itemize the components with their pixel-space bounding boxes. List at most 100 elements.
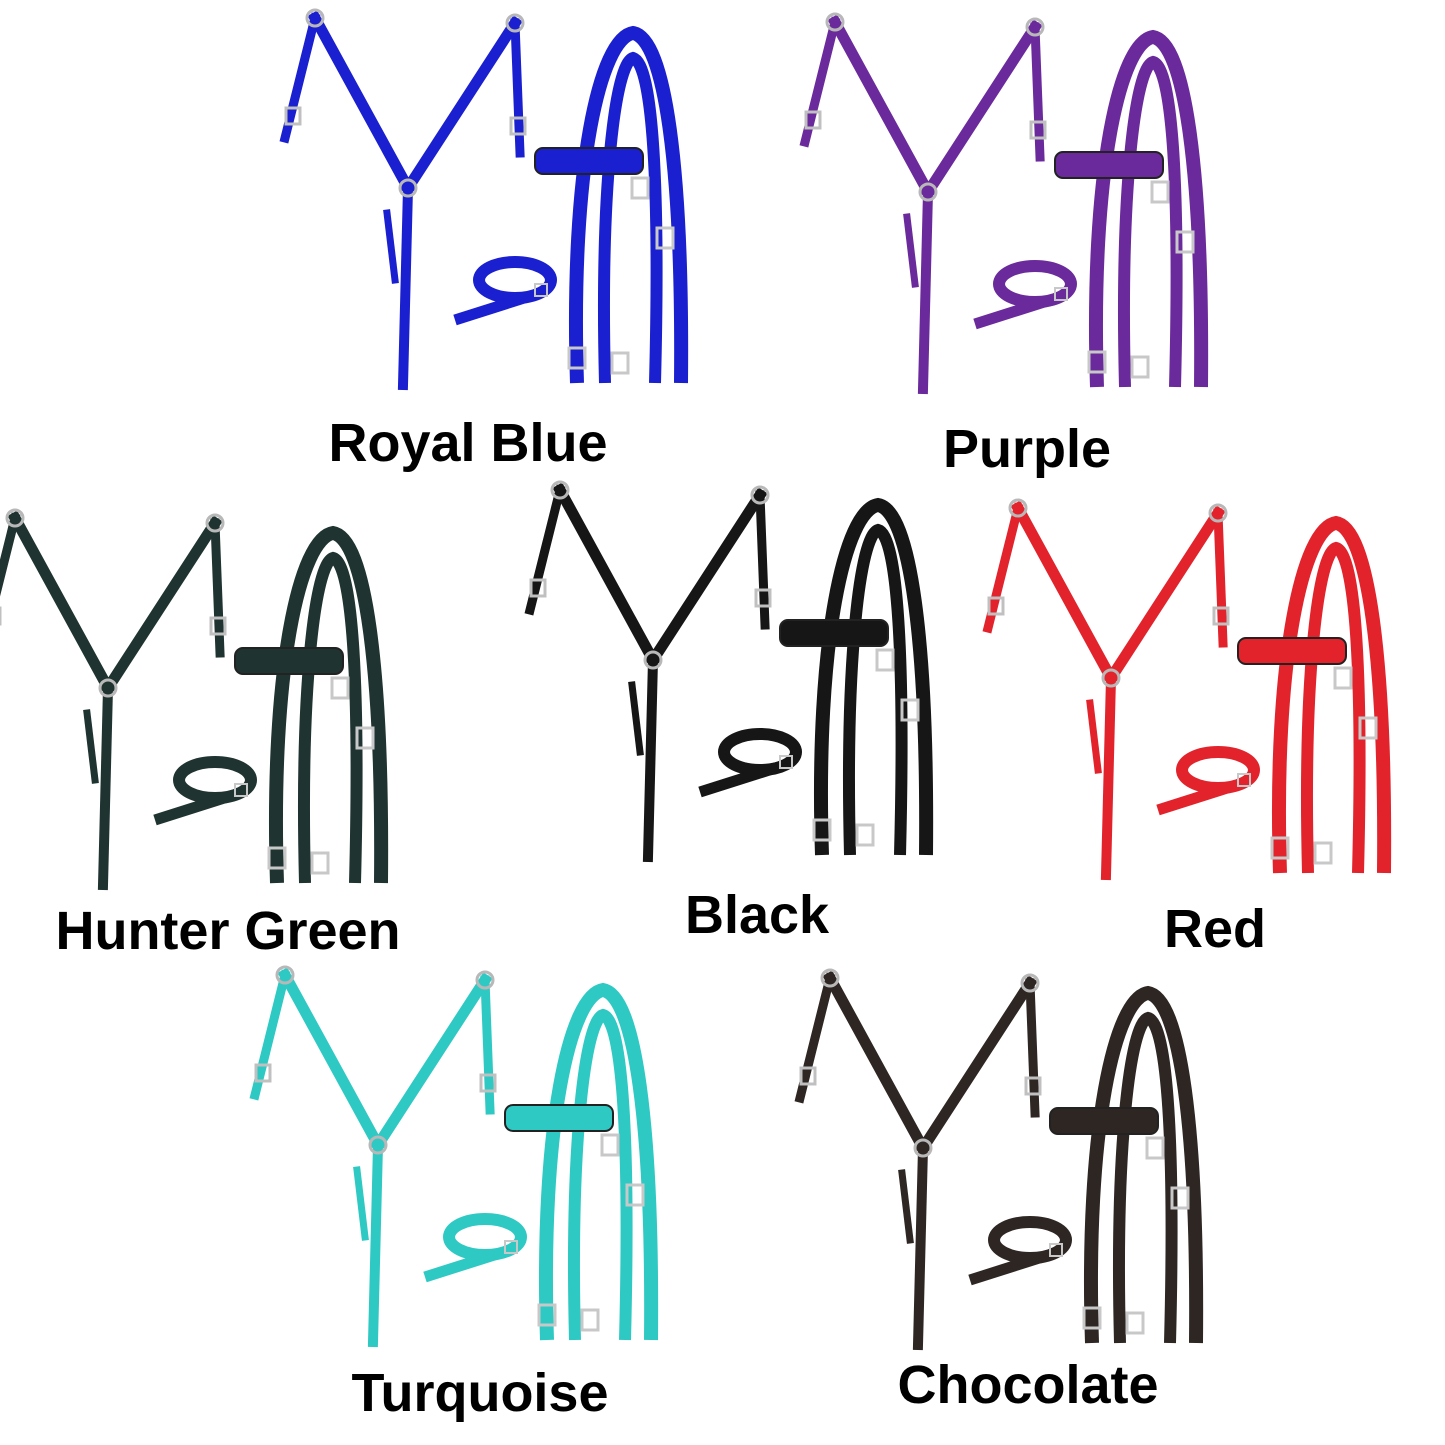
breast-collar — [524, 480, 772, 863]
buckle-icon — [900, 698, 920, 722]
breast-collar — [794, 968, 1042, 1351]
buckle-icon — [875, 648, 895, 672]
reins-coil — [423, 1213, 527, 1283]
reins-coil — [973, 260, 1077, 330]
ring-icon — [5, 508, 25, 528]
buckle-icon — [1054, 287, 1068, 301]
reins-coil — [453, 256, 557, 326]
buckle-icon — [610, 351, 630, 375]
ring-icon — [275, 965, 295, 985]
buckle-icon — [600, 1133, 620, 1157]
buckle-icon — [625, 1183, 645, 1207]
buckle-icon — [509, 116, 527, 136]
ring-icon — [205, 513, 225, 533]
buckle-icon — [284, 106, 302, 126]
buckle-icon — [479, 1073, 497, 1093]
buckle-icon — [1212, 606, 1230, 626]
buckle-icon — [567, 346, 587, 370]
breast-collar — [982, 498, 1230, 881]
buckle-icon — [799, 1066, 817, 1086]
tack-set-black — [524, 480, 934, 863]
buckle-icon — [630, 176, 650, 200]
buckle-icon — [580, 1308, 600, 1332]
buckle-icon — [504, 1240, 518, 1254]
bridle-headstall — [1049, 985, 1204, 1344]
ring-icon — [398, 178, 418, 198]
ring-icon — [368, 1135, 388, 1155]
ring-icon — [505, 13, 525, 33]
ring-icon — [913, 1138, 933, 1158]
color-label-hunter-green: Hunter Green — [55, 901, 401, 961]
buckle-icon — [1175, 230, 1195, 254]
buckle-icon — [209, 616, 227, 636]
buckle-icon — [754, 588, 772, 608]
color-label-chocolate: Chocolate — [897, 1355, 1159, 1415]
breast-collar — [249, 965, 497, 1348]
buckle-icon — [267, 846, 287, 870]
color-label-turquoise: Turquoise — [351, 1363, 609, 1423]
buckle-icon — [330, 676, 350, 700]
buckle-icon — [804, 110, 822, 130]
tack-set-royal-blue — [279, 8, 689, 391]
ring-icon — [825, 12, 845, 32]
ring-icon — [1025, 17, 1045, 37]
tack-set-red — [982, 498, 1392, 881]
bridle-headstall — [504, 982, 659, 1341]
ring-icon — [750, 485, 770, 505]
color-label-purple: Purple — [942, 419, 1112, 479]
ring-icon — [918, 182, 938, 202]
buckle-icon — [1145, 1136, 1165, 1160]
buckle-icon — [1130, 355, 1150, 379]
buckle-icon — [855, 823, 875, 847]
buckle-icon — [987, 596, 1005, 616]
ring-icon — [643, 650, 663, 670]
ring-icon — [475, 970, 495, 990]
reins-coil — [153, 756, 257, 826]
buckle-icon — [779, 755, 793, 769]
reins-coil — [698, 728, 802, 798]
buckle-icon — [1358, 716, 1378, 740]
buckle-icon — [1049, 1243, 1063, 1257]
buckle-icon — [537, 1303, 557, 1327]
bridle-headstall — [234, 525, 389, 884]
ring-icon — [1020, 973, 1040, 993]
bridle-headstall — [1237, 515, 1392, 874]
color-label-black: Black — [684, 885, 830, 945]
buckle-icon — [529, 578, 547, 598]
buckle-icon — [812, 818, 832, 842]
color-label-red: Red — [1163, 899, 1267, 959]
breast-collar — [0, 508, 227, 891]
buckle-icon — [1087, 350, 1107, 374]
breast-collar — [799, 12, 1047, 395]
ring-icon — [550, 480, 570, 500]
buckle-icon — [1024, 1076, 1042, 1096]
tack-set-turquoise — [249, 965, 659, 1348]
buckle-icon — [1150, 180, 1170, 204]
buckle-icon — [1270, 836, 1290, 860]
bridle-headstall — [534, 25, 689, 384]
ring-icon — [1101, 668, 1121, 688]
buckle-icon — [1029, 120, 1047, 140]
buckle-icon — [234, 783, 248, 797]
buckle-icon — [254, 1063, 272, 1083]
buckle-icon — [1333, 666, 1353, 690]
buckle-icon — [310, 851, 330, 875]
breast-collar — [279, 8, 527, 391]
ring-icon — [1008, 498, 1028, 518]
buckle-icon — [534, 283, 548, 297]
buckle-icon — [355, 726, 375, 750]
buckle-icon — [1237, 773, 1251, 787]
tack-set-chocolate — [794, 968, 1204, 1351]
ring-icon — [820, 968, 840, 988]
reins-coil — [968, 1216, 1072, 1286]
buckle-icon — [1313, 841, 1333, 865]
ring-icon — [1208, 503, 1228, 523]
reins-coil — [1156, 746, 1260, 816]
ring-icon — [98, 678, 118, 698]
color-label-royal-blue: Royal Blue — [328, 413, 608, 473]
buckle-icon — [1082, 1306, 1102, 1330]
buckle-icon — [655, 226, 675, 250]
buckle-icon — [1170, 1186, 1190, 1210]
ring-icon — [305, 8, 325, 28]
